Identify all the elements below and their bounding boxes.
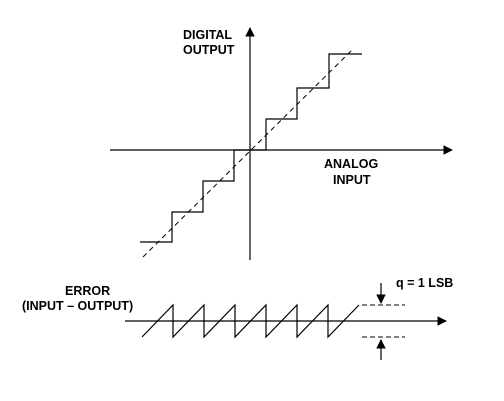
x-axis-label-line2: INPUT — [333, 173, 371, 187]
ideal-transfer-line — [142, 49, 353, 258]
error-label-line2: (INPUT – OUTPUT) — [22, 299, 133, 313]
quantum-label: q = 1 LSB — [396, 276, 453, 290]
transfer-function-plot: DIGITAL OUTPUT ANALOG INPUT — [110, 27, 453, 260]
x-axis-label-line1: ANALOG — [324, 157, 378, 171]
error-label-line1: ERROR — [65, 284, 110, 298]
y-axis-label-line1: DIGITAL — [183, 28, 232, 42]
quantized-staircase — [140, 53, 362, 243]
y-axis-label-line2: OUTPUT — [183, 43, 235, 57]
error-plot: ERROR (INPUT – OUTPUT) q = 1 LSB — [22, 276, 453, 360]
error-sawtooth — [141, 303, 360, 339]
